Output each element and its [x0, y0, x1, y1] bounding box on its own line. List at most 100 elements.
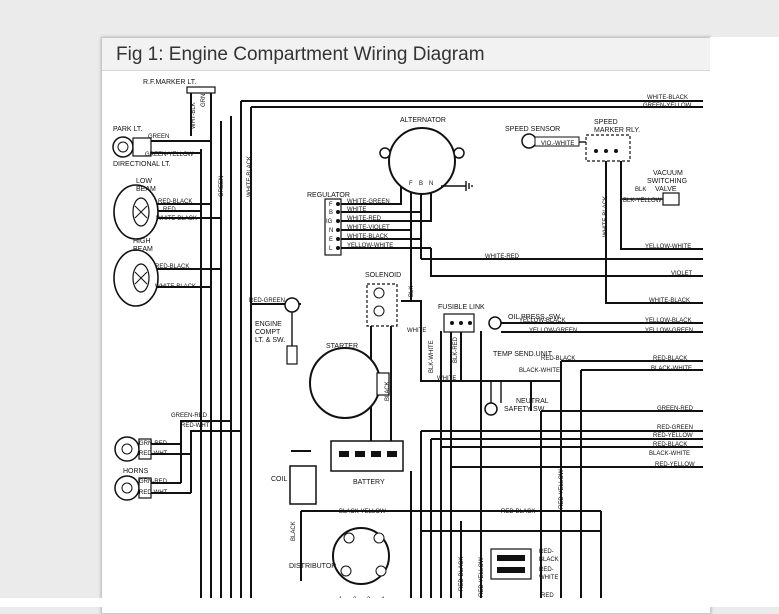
wire-label: GRN-RED — [139, 441, 168, 447]
wire-label: VIOLET — [671, 271, 693, 277]
figure-title: Fig 1: Engine Compartment Wiring Diagram — [116, 44, 485, 65]
wire-label: WHITE — [437, 376, 456, 382]
horn-upper — [114, 436, 152, 462]
horns-label: HORNS — [123, 468, 149, 475]
wire-label: GREEN-RED — [171, 413, 208, 419]
engine-compt-light — [284, 297, 300, 365]
solenoid — [366, 283, 398, 327]
wire-label: VIO.-WHITE — [541, 141, 574, 147]
high-beam-label-2: BEAM — [133, 246, 153, 253]
wire-label: RED-YELLOW — [479, 557, 485, 597]
browser-top-area — [0, 0, 779, 36]
distributor-label: DISTRIBUTOR — [289, 563, 336, 570]
alt-pin-b: B — [419, 181, 423, 187]
wire-bundle — [151, 91, 703, 601]
neutral-label-2: SAFETY SW. — [504, 406, 546, 413]
wire-label: GREEN-YELLOW — [145, 152, 194, 158]
coil-label: COIL — [271, 476, 287, 483]
wire-label: RED-YELLOW — [653, 433, 693, 439]
directional-lt-label: DIRECTIONAL LT. — [113, 161, 171, 168]
fusible-link — [443, 313, 475, 333]
wire-label: WHITE — [539, 575, 558, 581]
wire-label: RED-BLACK — [158, 199, 192, 205]
speed-marker-label-1: SPEED — [594, 119, 618, 126]
wire-label: WHT-BLK — [191, 102, 197, 129]
neutral-label-1: NEUTRAL — [516, 398, 549, 405]
wire-label: RED-YELLOW — [655, 462, 695, 468]
regulator-wires — [341, 185, 441, 301]
figure-card: R.F.MARKER LT. PARK LT. DIRECTIONAL LT. … — [101, 37, 711, 614]
speed-marker-label-2: MARKER RLY. — [594, 127, 640, 134]
oil-press-label: OIL PRESS. SW. — [508, 314, 561, 321]
engine-compt-label-2: COMPT — [255, 329, 281, 336]
vertical-wire-labels: WHT-BLK GRN WHITE-BLACK GREEN WHITE-BLAC… — [191, 94, 609, 597]
wire-label: GREEN-YELLOW — [643, 103, 692, 109]
wire-label: BLACK-WHITE — [649, 451, 690, 457]
reg-pin-ig: IG — [326, 219, 333, 225]
wire-label: WHITE-GREEN — [347, 199, 390, 205]
wire-label: WHITE-VIOLET — [347, 225, 390, 231]
speed-sensor — [521, 133, 591, 149]
wire-label: RED- — [539, 549, 554, 555]
park-lt-label: PARK LT. — [113, 126, 142, 133]
wire-label: GRN-RED — [139, 479, 168, 485]
wire-label: RED-WHT — [181, 423, 210, 429]
harness-connector — [490, 548, 532, 580]
wire-label: WHITE-BLACK — [647, 95, 688, 101]
solenoid-label: SOLENOID — [365, 272, 401, 279]
wire-labels: WHITE-BLACK GREEN-YELLOW GREEN GREEN-YEL… — [139, 95, 695, 599]
starter-motor — [309, 347, 390, 419]
wire-label: WHITE-RED — [347, 216, 382, 222]
wire-label: BLACK-WHITE — [651, 366, 692, 372]
wire-label: YELLOW-WHITE — [645, 244, 691, 250]
wire-label: RED-BLACK — [459, 557, 465, 591]
wire-label: WHITE-BLACK — [649, 298, 690, 304]
wire-label: BLK-YELLOW — [623, 198, 662, 204]
battery-label: BATTERY — [353, 479, 385, 486]
wire-label: GREEN — [219, 176, 225, 197]
wiring-diagram: R.F.MARKER LT. PARK LT. DIRECTIONAL LT. … — [112, 79, 703, 603]
wire-label: GREEN-RED — [657, 406, 694, 412]
wire-label: RED-BLACK — [501, 509, 535, 515]
wire-label: WHITE-BLACK — [347, 234, 388, 240]
wire-label: BLK — [409, 286, 415, 297]
wire-label: GREEN — [148, 134, 169, 140]
reg-pin-e: E — [329, 237, 333, 243]
figure-header: Fig 1: Engine Compartment Wiring Diagram — [102, 38, 710, 71]
low-beam-label-1: LOW — [136, 178, 152, 185]
wire-label: RED — [541, 593, 554, 599]
regulator — [324, 198, 342, 256]
vacuum-label-3: VALVE — [655, 186, 677, 193]
wire-label: GRN — [201, 94, 207, 107]
wire-label: RED-BLACK — [653, 442, 687, 448]
wire-label: RED-BLACK — [155, 264, 189, 270]
vacuum-label-1: VACUUM — [653, 170, 683, 177]
alternator-label: ALTERNATOR — [400, 117, 446, 124]
wire-label: WHITE-BLACK — [603, 196, 609, 237]
wire-label: WHITE — [407, 328, 426, 334]
high-beam-headlight — [113, 249, 159, 307]
wire-label: RED-YELLOW — [559, 469, 565, 509]
wire-label: BLK-WHITE — [429, 340, 435, 373]
alt-pin-f: F — [409, 181, 413, 187]
wire-label: RED-WHT — [139, 490, 168, 496]
wire-label: BLACK-YELLOW — [339, 509, 386, 515]
starter-label: STARTER — [326, 343, 358, 350]
wire-label: BLK — [635, 187, 646, 193]
wire-label: BLACK — [385, 381, 391, 401]
wire-label: WHITE — [347, 207, 366, 213]
wire-label: YELLOW-GREEN — [645, 328, 693, 334]
wire-label: BLACK — [291, 521, 297, 541]
page-margin — [710, 37, 779, 607]
high-beam-label-1: HIGH — [133, 238, 151, 245]
wire-label: RED-BLACK — [653, 356, 687, 362]
wire-label: WHITE-BLACK — [247, 156, 253, 197]
wire-label: YELLOW-WHITE — [347, 243, 393, 249]
ignition-coil — [289, 465, 317, 505]
wire-label: RED-WHT — [139, 451, 168, 457]
wire-label: YELLOW-BLACK — [519, 318, 566, 324]
distributor — [332, 527, 390, 585]
low-beam-headlight — [113, 184, 159, 240]
wire-label: BLACK — [539, 557, 559, 563]
alternator — [379, 127, 473, 195]
